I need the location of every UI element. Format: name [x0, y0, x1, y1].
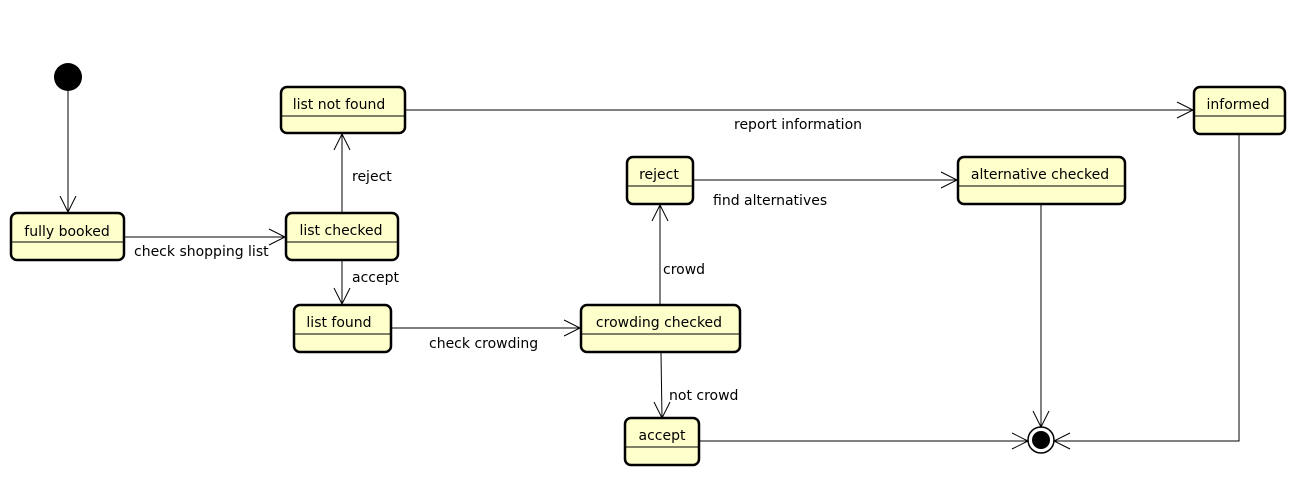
state-reject: reject — [625, 155, 695, 206]
edge-list-not-found-to-informed — [405, 101, 1195, 119]
edge-accept-to-final — [699, 432, 1030, 450]
state-list-not-found: list not found — [279, 85, 407, 135]
state-label-list-found: list found — [306, 315, 371, 331]
label-reject-transition: reject — [352, 169, 392, 185]
state-label-list-checked: list checked — [299, 223, 382, 239]
edge-crowding-checked-to-accept — [653, 352, 671, 420]
edge-labels: check shopping list reject accept report… — [134, 117, 862, 404]
edge-alternative-checked-to-final — [1032, 204, 1050, 429]
state-list-found: list found — [292, 303, 393, 354]
state-label-list-not-found: list not found — [293, 97, 386, 113]
state-label-crowding-checked: crowding checked — [596, 315, 722, 331]
label-not-crowd: not crowd — [669, 388, 738, 404]
edge-list-checked-to-list-not-found — [333, 132, 351, 212]
state-label-alternative-checked: alternative checked — [971, 167, 1109, 183]
label-accept-transition: accept — [352, 270, 399, 286]
label-check-shopping-list: check shopping list — [134, 244, 269, 260]
edge-list-found-to-crowding-checked — [391, 319, 582, 337]
state-label-accept: accept — [639, 428, 686, 444]
label-check-crowding: check crowding — [429, 336, 538, 352]
label-crowd: crowd — [663, 262, 705, 278]
state-label-informed: informed — [1207, 97, 1270, 113]
state-crowding-checked: crowding checked — [579, 303, 742, 354]
state-label-fully-booked: fully booked — [24, 224, 109, 240]
edge-informed-to-final — [1052, 134, 1240, 450]
state-list-checked: list checked — [284, 211, 400, 262]
edge-fully-booked-to-list-checked — [124, 228, 287, 246]
edges — [59, 91, 1240, 450]
state-accept: accept — [623, 416, 701, 467]
state-informed: informed — [1192, 85, 1287, 136]
edge-crowding-checked-to-reject — [651, 203, 669, 304]
edge-reject-to-alternative-checked — [693, 171, 959, 189]
state-fully-booked: fully booked — [9, 211, 126, 262]
state-alternative-checked: alternative checked — [956, 155, 1127, 206]
edge-initial-to-fully-booked — [59, 91, 77, 214]
label-find-alternatives: find alternatives — [713, 193, 827, 209]
edge-list-checked-to-list-found — [333, 260, 351, 306]
label-report-information: report information — [734, 117, 862, 133]
initial-state — [54, 63, 82, 91]
final-state — [1027, 426, 1055, 454]
state-label-reject: reject — [639, 167, 679, 183]
